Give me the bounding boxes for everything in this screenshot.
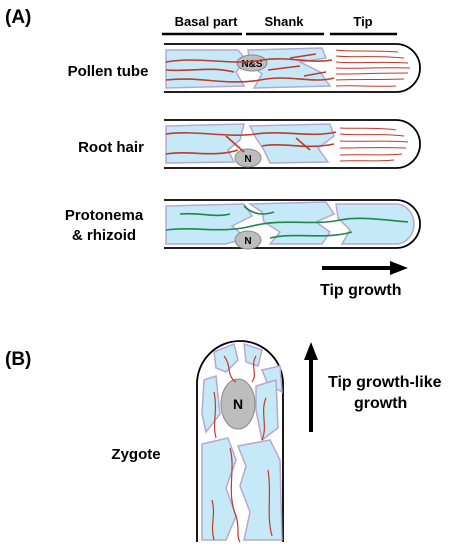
zygote-vacuole-basal-left: [201, 437, 237, 541]
protonema-label-line1: Protonema: [65, 207, 144, 224]
pollen-tube-cell: Pollen tube N&S: [68, 43, 421, 93]
panel-b-letter: (B): [5, 349, 31, 370]
root-hair-nucleus-label: N: [244, 154, 251, 165]
root-hair-vacuole-basal: [165, 123, 245, 164]
pollen-tube-tip-filaments: [335, 49, 411, 87]
zygote-vacuole-side-right: [255, 379, 279, 442]
tip-growth-arrow-head: [390, 261, 408, 275]
zygote-vacuole-apical-mid: [243, 342, 263, 367]
zygote-cell: N: [196, 340, 284, 543]
root-hair-tip-filaments: [339, 127, 409, 162]
zygote-label: Zygote: [111, 446, 160, 463]
tip-growth-label: Tip growth: [320, 282, 401, 299]
panel-a-letter: (A): [5, 7, 31, 28]
region-headers: Basal part Shank Tip: [162, 14, 397, 36]
zygote-vacuole-basal-right: [236, 439, 283, 541]
tip-growth-like-label-line2: growth: [354, 395, 407, 412]
pollen-tube-actin-bundles: [165, 53, 335, 83]
root-hair-cell: Root hair N: [78, 119, 421, 169]
root-hair-actin-bundles: [165, 131, 337, 155]
pollen-tube-label: Pollen tube: [68, 63, 149, 80]
region-shank-label: Shank: [264, 14, 304, 29]
zygote-vacuole-apical-right: [260, 365, 283, 394]
zygote-nucleus-label: N: [233, 396, 243, 412]
root-hair-label: Root hair: [78, 139, 144, 156]
tip-growth-like-indicator: Tip growth-like growth: [304, 342, 442, 432]
tip-growth-indicator: Tip growth: [320, 261, 408, 299]
protonema-label-line2: & rhizoid: [72, 227, 136, 244]
tip-growth-like-arrow-head: [304, 342, 318, 360]
protonema-vacuole-tip: [335, 203, 415, 245]
pollen-tube-nucleus: [236, 54, 268, 72]
protonema-nucleus: [234, 230, 262, 250]
zygote-nucleus: [220, 378, 256, 430]
protonema-cell: Protonema & rhizoid N: [65, 199, 421, 250]
zygote-actin-filaments: [211, 355, 273, 543]
region-basal-label: Basal part: [175, 14, 239, 29]
root-hair-nucleus: [234, 148, 262, 168]
region-tip-label: Tip: [353, 14, 372, 29]
tip-growth-like-label-line1: Tip growth-like: [328, 374, 442, 391]
protonema-nucleus-label: N: [244, 236, 251, 247]
pollen-tube-nucleus-label: N&S: [241, 59, 262, 70]
protonema-actin-bundles: [165, 205, 409, 239]
